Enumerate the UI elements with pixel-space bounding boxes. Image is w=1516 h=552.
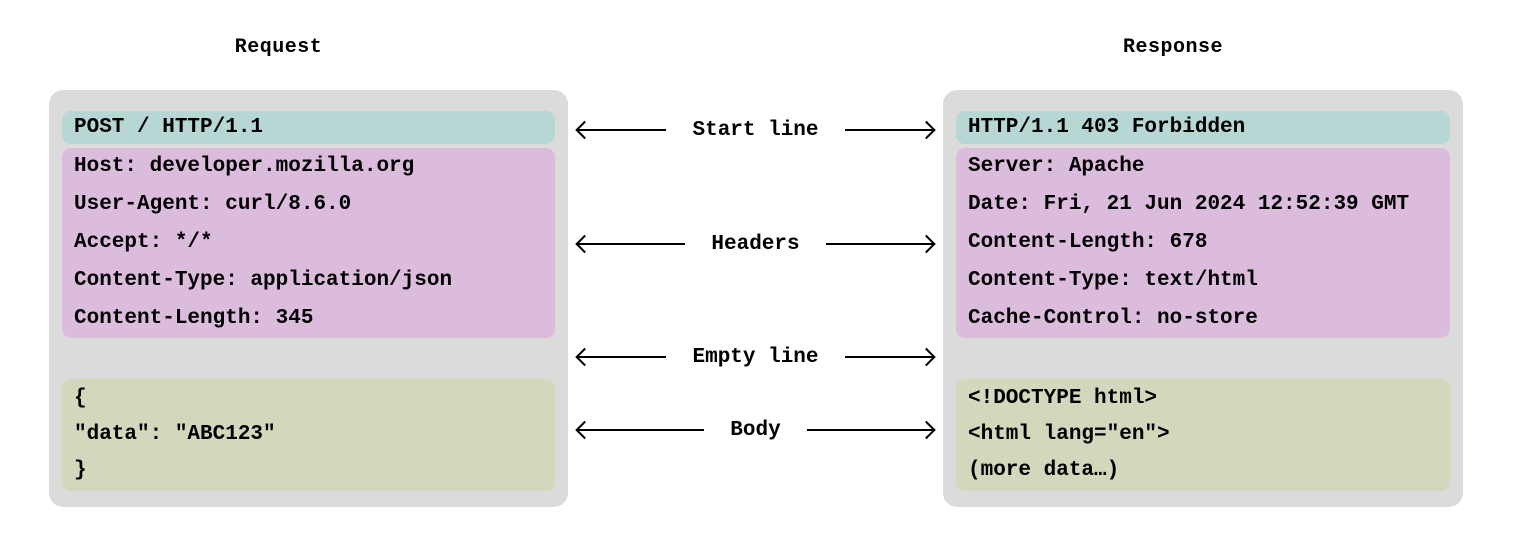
request-headers-box: Host: developer.mozilla.org User-Agent: … — [62, 148, 555, 338]
request-body-line: "data": "ABC123" — [74, 423, 276, 446]
annotation-body: Body — [578, 414, 934, 446]
response-header-content-type: Content-Type: text/html — [968, 269, 1258, 292]
body-label: Body — [730, 418, 781, 442]
response-header-cache-control: Cache-Control: no-store — [968, 307, 1258, 330]
request-body-line: { — [74, 387, 87, 410]
right-arrow-icon — [806, 429, 934, 431]
annotation-start-line: Start line — [578, 114, 933, 146]
response-header-date: Date: Fri, 21 Jun 2024 12:52:39 GMT — [968, 193, 1410, 216]
request-body-line: } — [74, 459, 87, 482]
headers-label: Headers — [711, 232, 800, 256]
response-header-server: Server: Apache — [968, 155, 1145, 178]
response-header-content-length: Content-Length: 678 — [968, 231, 1208, 254]
empty-line-label: Empty line — [692, 345, 819, 369]
request-start-line-box: POST / HTTP/1.1 — [62, 111, 555, 144]
request-message-panel: POST / HTTP/1.1 Host: developer.mozilla.… — [49, 90, 568, 507]
response-start-line-box: HTTP/1.1 403 Forbidden — [956, 111, 1450, 144]
response-body-line: <html lang="en"> — [968, 423, 1170, 446]
right-arrow-icon — [825, 243, 933, 245]
left-arrow-icon — [578, 129, 667, 131]
left-arrow-icon — [578, 356, 667, 358]
request-body-box: { "data": "ABC123" } — [62, 379, 555, 491]
request-empty-line-gap — [62, 338, 555, 379]
request-header-content-length: Content-Length: 345 — [74, 307, 314, 330]
request-header-host: Host: developer.mozilla.org — [74, 155, 415, 178]
response-start-line-text: HTTP/1.1 403 Forbidden — [968, 116, 1246, 139]
request-header-user-agent: User-Agent: curl/8.6.0 — [74, 193, 352, 216]
response-message-panel: HTTP/1.1 403 Forbidden Server: Apache Da… — [943, 90, 1463, 507]
request-header-content-type: Content-Type: application/json — [74, 269, 453, 292]
request-header-accept: Accept: */* — [74, 231, 213, 254]
right-arrow-icon — [844, 356, 933, 358]
response-body-line: (more data…) — [968, 459, 1120, 482]
response-body-line: <!DOCTYPE html> — [968, 387, 1158, 410]
annotation-empty-line: Empty line — [578, 341, 933, 373]
request-start-line-text: POST / HTTP/1.1 — [74, 116, 264, 139]
response-title: Response — [1122, 36, 1223, 59]
request-title: Request — [234, 36, 323, 59]
annotation-headers: Headers — [578, 228, 933, 260]
annotation-column: Start line Headers Empty line Body — [568, 0, 943, 552]
response-body-box: <!DOCTYPE html> <html lang="en"> (more d… — [956, 379, 1450, 491]
start-line-label: Start line — [692, 118, 819, 142]
response-headers-box: Server: Apache Date: Fri, 21 Jun 2024 12… — [956, 148, 1450, 338]
right-arrow-icon — [844, 129, 933, 131]
response-empty-line-gap — [956, 338, 1450, 379]
left-arrow-icon — [578, 243, 686, 245]
left-arrow-icon — [578, 429, 705, 431]
